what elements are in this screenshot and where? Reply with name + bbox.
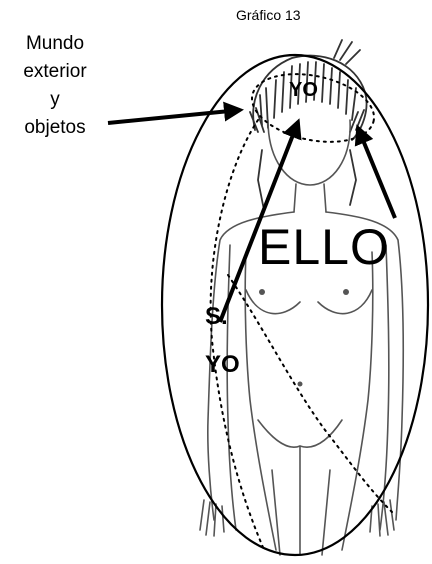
arrow-mundo-to-yo: [108, 110, 240, 123]
ello-label: ELLO: [258, 222, 390, 272]
mundo-line-2: exterior: [0, 58, 110, 86]
mundo-line-4: objetos: [0, 114, 110, 142]
super-yo-label-line-1: S.: [205, 305, 228, 329]
hip-sketch: [258, 420, 342, 447]
legs-sketch: [272, 446, 330, 555]
mundo-line-1: Mundo: [0, 30, 110, 58]
ello-dotted-boundary: [228, 275, 392, 512]
neck-sketch: [294, 184, 326, 212]
left-nipple: [259, 289, 265, 295]
chart-title: Gráfico 13: [236, 8, 301, 22]
super-yo-dotted-boundary: [211, 120, 265, 552]
mundo-exterior-label: Mundo exterior y objetos: [0, 30, 110, 142]
arrow-ello-to-yo: [358, 128, 395, 218]
super-yo-label-line-2: YO: [205, 353, 240, 377]
navel: [298, 382, 303, 387]
mundo-line-3: y: [0, 86, 110, 114]
chest-sketch: [246, 290, 372, 314]
yo-label: YO: [289, 80, 318, 100]
face-outline: [268, 120, 350, 185]
right-nipple: [343, 289, 349, 295]
